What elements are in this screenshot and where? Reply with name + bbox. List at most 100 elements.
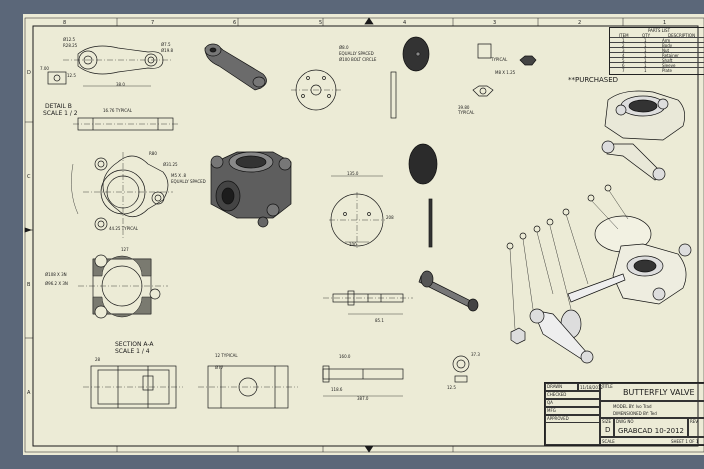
dimension: 12 TYPICAL xyxy=(215,353,238,358)
border-mark: 3 xyxy=(493,20,497,26)
cell-item: 5 xyxy=(622,58,625,63)
nut-3d xyxy=(519,55,537,66)
dimension: 85.1 xyxy=(375,318,384,323)
plate-edge-view xyxy=(428,198,433,248)
purchased-callout: **PURCHASED xyxy=(568,76,619,84)
dimension: 127 xyxy=(121,247,129,252)
dimension: 16.76 TYPICAL xyxy=(103,108,132,113)
size-label: SIZE xyxy=(602,419,611,424)
dimension: 160.0 xyxy=(339,354,351,359)
shaft-dimension-view xyxy=(323,290,413,315)
body-front-view xyxy=(71,152,173,239)
section-a-a xyxy=(78,254,168,319)
cell-description: Arm xyxy=(662,38,671,43)
cell-item: 1 xyxy=(622,38,625,43)
drawn-label: DRAWN xyxy=(547,384,563,389)
title-block: DRAWN CHECKED QA MFG APPROVED 11/18/2012… xyxy=(544,382,704,446)
border-mark: 2 xyxy=(578,20,582,26)
body-3d xyxy=(210,151,292,228)
mfg-label: MFG xyxy=(547,408,556,413)
dimension: TYPICAL xyxy=(458,110,475,115)
assembly-exploded xyxy=(506,184,692,364)
dimension: 37.3 xyxy=(471,352,480,357)
border-mark: 6 xyxy=(233,20,237,26)
cell-item: 6 xyxy=(622,63,625,68)
table-row: 2 1 Body xyxy=(610,43,704,48)
center-arrow-bottom xyxy=(364,445,374,453)
checked-cell: CHECKED xyxy=(545,391,600,399)
cell-qty: 1 xyxy=(644,58,647,63)
dwg-no-cell: DWG NO GRABCAD 10-2012 xyxy=(614,418,688,437)
border-mark: D xyxy=(27,70,31,76)
title-cell: TITLE BUTTERFLY VALVE xyxy=(600,383,704,401)
size-cell: SIZE D xyxy=(600,418,614,437)
dimension: Ø100 BOLT CIRCLE xyxy=(339,57,377,62)
header-description: DESCRIPTION xyxy=(668,33,696,38)
dimension: 12.5 xyxy=(67,73,76,78)
body-top-view xyxy=(198,365,298,409)
dimension: M8 X 1.25 xyxy=(495,70,516,75)
plate-dimension-view xyxy=(329,175,385,248)
mfg-cell: MFG xyxy=(545,407,600,415)
size-value: D xyxy=(605,426,611,434)
dimension: R28.25 xyxy=(63,43,78,48)
drawn-cell: DRAWN xyxy=(545,383,578,391)
border-mark: 5 xyxy=(319,20,323,26)
border-mark: 1 xyxy=(663,20,667,26)
outer-border xyxy=(24,17,704,453)
rev-cell: REV xyxy=(688,418,704,437)
cell-item: 2 xyxy=(622,43,625,48)
cell-description: Nut xyxy=(662,48,670,53)
shaft-3d xyxy=(418,270,479,312)
cell-qty: 1 xyxy=(644,68,647,73)
border-mark: A xyxy=(27,390,31,396)
checked-label: CHECKED xyxy=(547,392,567,397)
dimension: M5 X .8 xyxy=(171,173,187,178)
title-label: TITLE xyxy=(602,384,613,389)
drawing-number: GRABCAD 10-2012 xyxy=(618,427,685,435)
cell-qty: 1 xyxy=(644,53,647,58)
scale-cell: SCALE SHEET 1 OF 1 xyxy=(600,437,704,445)
dimension: 118.6 xyxy=(331,387,343,392)
approved-cell: APPROVED xyxy=(545,415,600,423)
plate-3d xyxy=(402,36,430,72)
dimension: 38.0 xyxy=(116,82,125,87)
cell-description: Shaft xyxy=(662,58,673,63)
arm-top-view xyxy=(63,45,173,87)
dimension: Ø19.8 xyxy=(161,48,174,53)
dwg-no-label: DWG NO xyxy=(616,419,634,424)
dimension: Ø108 X 3N xyxy=(45,272,67,277)
sleeve-view xyxy=(452,355,470,383)
plate-side-view xyxy=(390,71,397,119)
detail-b-label: DETAIL B xyxy=(45,103,72,110)
dimension: 39.80 xyxy=(458,105,470,110)
center-arrow-top xyxy=(364,17,374,25)
header-item: ITEM xyxy=(619,33,629,38)
dimension: 100 xyxy=(349,242,357,247)
parts-list-header: ITEM QTY DESCRIPTION xyxy=(610,33,704,38)
dimensioned-by: DIMENSIONED BY: Ted xyxy=(613,411,657,416)
border-ticks xyxy=(25,18,624,452)
cell-description: Plate xyxy=(662,68,673,73)
plate-3d-large xyxy=(408,143,438,185)
model-by: MODEL BY: Ivo Trad xyxy=(613,404,652,409)
sheet-number: SHEET 1 OF 1 xyxy=(671,439,699,444)
table-row: 4 1 Retainer xyxy=(610,53,704,58)
detail-b-scale: SCALE 1 / 2 xyxy=(43,110,78,117)
plate-front-view xyxy=(291,69,341,111)
cell-description: Sleeve xyxy=(662,63,676,68)
dimension: Ø31.25 xyxy=(163,162,178,167)
parts-list: PARTS LIST ITEM QTY DESCRIPTION 1 1 Arm … xyxy=(609,27,704,75)
drawing-sheet: 8 7 6 5 4 3 2 1 D C B A DETAIL B SCALE 1… xyxy=(23,14,704,455)
table-row: 3 1 Nut xyxy=(610,48,704,53)
border-mark: C xyxy=(27,174,31,180)
dimension: Ø77 xyxy=(215,365,224,370)
date-cell: 11/18/2012 xyxy=(578,383,603,391)
dimension: Ø12.5 xyxy=(63,37,76,42)
scale-label: SCALE xyxy=(602,439,615,444)
cell-item: 7 xyxy=(622,68,625,73)
dimension: TYPICAL xyxy=(491,57,508,62)
dimension: 7.00 xyxy=(40,66,49,71)
section-scale: SCALE 1 / 4 xyxy=(115,348,150,355)
dimension: 44.25 TYPICAL xyxy=(109,226,138,231)
